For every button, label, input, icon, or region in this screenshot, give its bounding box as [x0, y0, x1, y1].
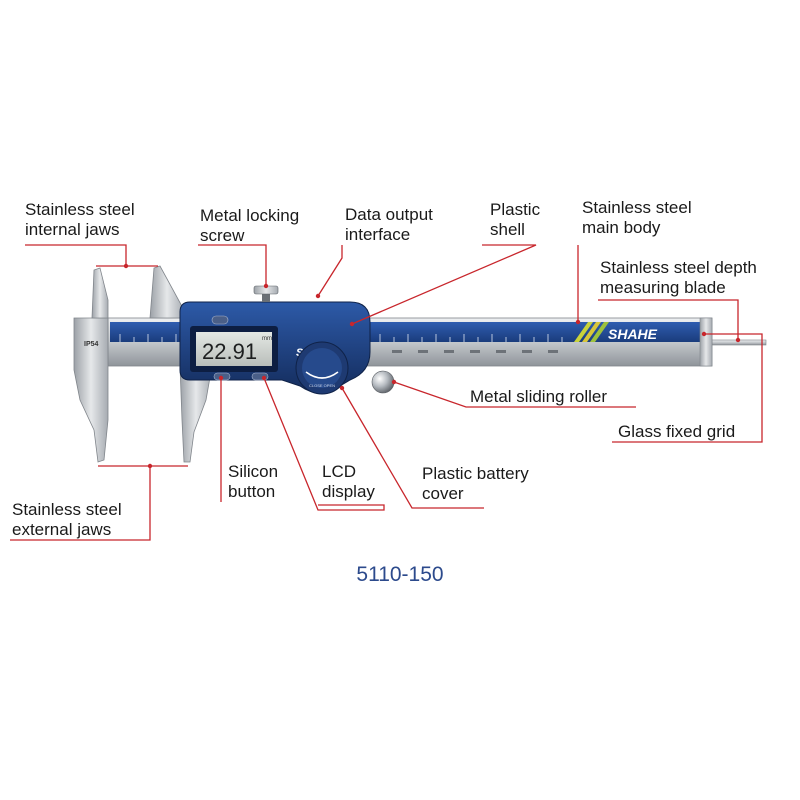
internal-jaw-fixed [91, 267, 109, 319]
dial-arc [305, 371, 339, 379]
label-line: LCD [322, 462, 357, 481]
label-line: Plastic [490, 200, 541, 219]
jaw-mark: IP54 [84, 341, 99, 348]
scale-numbers [392, 350, 558, 353]
label-line: screw [200, 226, 245, 245]
leader-locking-screw [198, 244, 267, 286]
leader-plastic-shell [351, 244, 537, 325]
leader-glass-grid [612, 333, 763, 443]
model-number: 5110-150 [356, 563, 444, 586]
label-depth-blade: Stainless steel depth measuring blade [600, 258, 757, 298]
leader-dots [123, 263, 741, 469]
internal-jaw-sliding [149, 265, 185, 319]
label-line: internal jaws [25, 220, 120, 239]
label-line: button [228, 482, 276, 501]
label-line: cover [422, 484, 464, 503]
label-plastic-shell: Plastic shell [490, 200, 540, 240]
fixed-jaw [73, 317, 109, 463]
locking-screw [253, 285, 279, 302]
metal-sliding-roller [371, 370, 395, 394]
label-line: Stainless steel [25, 200, 135, 219]
label-line: interface [345, 225, 411, 244]
silicon-button-left[interactable] [211, 315, 229, 325]
label-line: Stainless steel [582, 198, 692, 217]
label-line: Stainless steel depth [600, 258, 757, 277]
label-external-jaws: Stainless steel external jaws [12, 500, 122, 540]
label-line: Metal sliding roller [470, 387, 607, 406]
label-line: Data output [345, 205, 433, 224]
label-line: Plastic battery [422, 464, 529, 483]
leader-data-output [317, 245, 343, 297]
label-data-output: Data output interface [345, 205, 433, 245]
label-sliding-roller: Metal sliding roller [470, 387, 607, 407]
scale-ticks [119, 334, 563, 342]
lcd-reading: 22.91 [202, 339, 257, 364]
label-line: Metal locking [200, 206, 300, 225]
leader-sliding-roller [393, 381, 636, 408]
label-line: external jaws [12, 520, 112, 539]
leader-external-jaws [10, 466, 151, 541]
label-line: Silicon [228, 462, 279, 481]
label-line: shell [490, 220, 525, 239]
dial-text: CLOSE OPEN [309, 383, 335, 388]
accent-stripes [574, 322, 609, 342]
label-glass-grid: Glass fixed grid [618, 422, 735, 442]
label-lcd-display: LCD display [322, 462, 375, 502]
label-line: Stainless steel [12, 500, 122, 519]
label-silicon-button: Silicon button [228, 462, 278, 502]
leader-battery-cover [341, 387, 484, 509]
label-line: Glass fixed grid [618, 422, 736, 441]
label-main-body: Stainless steel main body [582, 198, 692, 238]
label-battery-cover: Plastic battery cover [422, 464, 529, 504]
leader-lcd-display [263, 377, 385, 511]
label-locking-screw: Metal locking screw [200, 206, 299, 246]
label-line: display [322, 482, 375, 501]
label-internal-jaws: Stainless steel internal jaws [25, 200, 135, 240]
label-line: main body [582, 218, 661, 237]
lcd-unit: mm [262, 336, 272, 342]
leader-internal-jaws [25, 244, 127, 266]
leader-depth-blade [598, 299, 739, 340]
beam-brand-logo: SHAHE [608, 326, 658, 342]
label-line: measuring blade [600, 278, 726, 297]
beam-end [699, 317, 713, 367]
lcd-screen [196, 332, 272, 366]
battery-cover-inner [302, 348, 342, 388]
